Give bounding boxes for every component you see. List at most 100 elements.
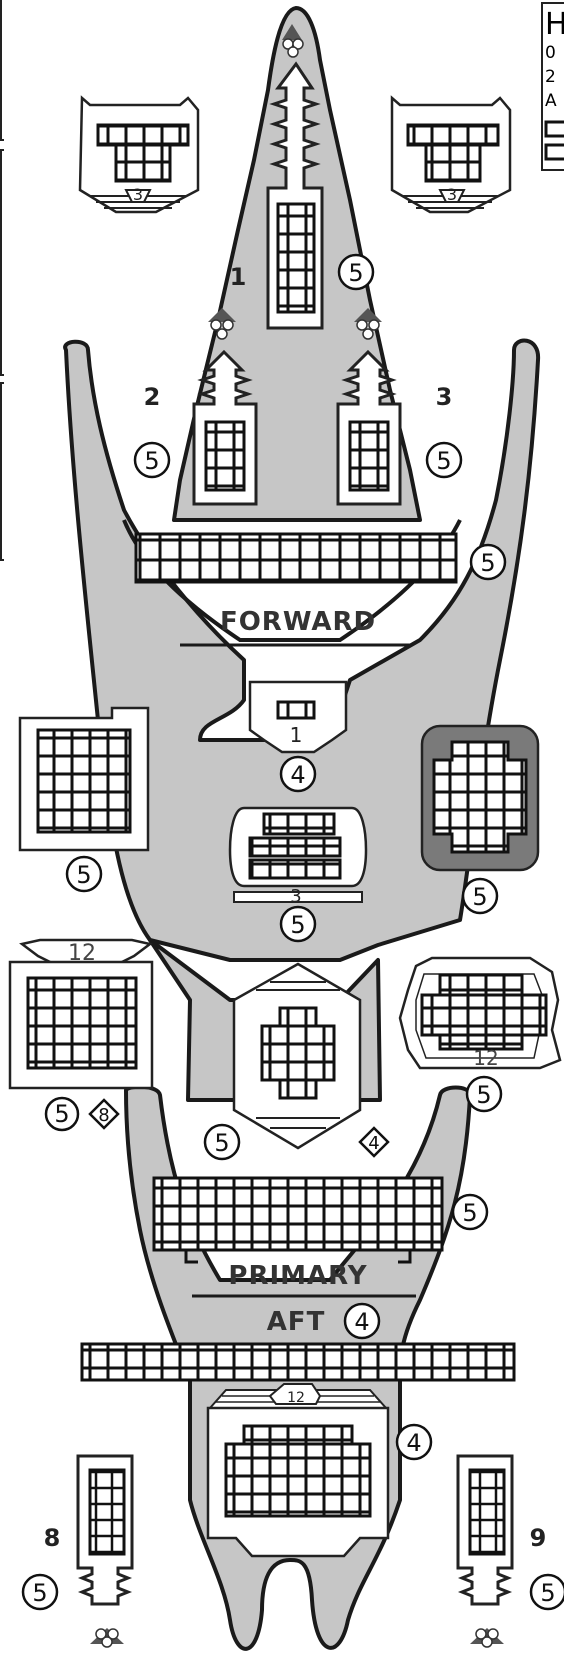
aft-block: 12 xyxy=(206,1383,390,1558)
section-label-aft: AFT xyxy=(267,1307,326,1337)
armor-grid xyxy=(26,976,138,1070)
left-panel-edges xyxy=(0,0,4,561)
armor-value-badge: 5 xyxy=(469,543,507,581)
armor-tab-label: 12 xyxy=(473,1046,498,1070)
weapon-number-9: 9 xyxy=(530,1524,547,1552)
armor-grid xyxy=(260,1006,336,1100)
nose-sensor-icon xyxy=(282,24,304,58)
armor-value-badge: 5 xyxy=(461,877,499,915)
armor-value-badge: 4 xyxy=(395,1423,433,1461)
armor-diamond-badge: 4 xyxy=(358,1126,390,1158)
armor-tab-label: 12 xyxy=(287,1390,305,1406)
sensor-right-icon xyxy=(354,308,382,340)
armor-grid xyxy=(438,1033,524,1051)
sensor-aft-left-icon xyxy=(90,1628,124,1648)
weapon-number-2: 2 xyxy=(144,383,161,411)
armor-grid xyxy=(152,1176,444,1252)
wing-box-left: 12 xyxy=(8,938,154,1090)
forward-armor: FORWARD xyxy=(122,519,462,647)
section-label-primary: PRIMARY xyxy=(228,1261,367,1291)
weapon-mount-3 xyxy=(336,349,402,506)
armor-value-label: 5 xyxy=(54,1100,69,1128)
armor-value-badge: 5 xyxy=(44,1096,80,1132)
armor-value-label: 5 xyxy=(290,911,305,939)
armor-value-badge: 5 xyxy=(65,855,103,893)
small-mount-center: 1 xyxy=(248,680,348,754)
weapon-number-1: 1 xyxy=(230,263,247,291)
legend-box: H 0 2 A xyxy=(541,2,564,171)
legend-title: H xyxy=(545,7,564,42)
armor-value-label: 4 xyxy=(354,1308,369,1336)
armor-value-label: 5 xyxy=(32,1579,47,1607)
mount-forward-left: 3 xyxy=(78,95,200,214)
armor-value-label: 5 xyxy=(436,447,451,475)
armor-value-label: 4 xyxy=(290,761,305,789)
armor-grid xyxy=(242,1424,354,1446)
armor-value-badge: 5 xyxy=(425,441,463,479)
armor-grid xyxy=(424,143,482,183)
armor-grid xyxy=(468,1468,506,1556)
armor-value-badge: 4 xyxy=(343,1302,381,1340)
weapon-mount-8 xyxy=(76,1454,134,1606)
armor-value-badge: 5 xyxy=(529,1573,564,1611)
armor-tab-label: 3 xyxy=(447,185,457,204)
armor-value-badge: 4 xyxy=(279,755,317,793)
armor-grid xyxy=(276,700,316,720)
armor-value-label: 5 xyxy=(76,861,91,889)
armor-value-label: 5 xyxy=(472,883,487,911)
weapon-number-8: 8 xyxy=(44,1524,61,1552)
armor-grid xyxy=(248,858,342,880)
wing-box-right: 12 xyxy=(398,956,562,1070)
armor-grid xyxy=(36,728,132,834)
armor-tab: 3 xyxy=(124,185,152,204)
aft-armor-grid xyxy=(80,1342,516,1382)
armor-grid xyxy=(432,740,528,854)
legend-line-1: 0 xyxy=(545,43,556,63)
section-box-left xyxy=(18,706,150,852)
armor-grid xyxy=(276,202,316,314)
armor-value-badge: 5 xyxy=(203,1123,241,1161)
armor-grid xyxy=(420,993,548,1037)
legend-line-3: A xyxy=(545,91,557,111)
armor-value-label: 4 xyxy=(406,1429,421,1457)
armor-value-label: 5 xyxy=(480,549,495,577)
armor-value-label: 5 xyxy=(144,447,159,475)
armor-grid xyxy=(88,1468,126,1556)
armor-value-label: 5 xyxy=(462,1199,477,1227)
armor-value-badge: 5 xyxy=(451,1193,489,1231)
armor-diamond-badge: 8 xyxy=(88,1098,120,1130)
armor-value-label: 5 xyxy=(214,1129,229,1157)
armor-grid xyxy=(134,532,458,584)
armor-tab-label: 1 xyxy=(290,723,303,747)
armor-grid xyxy=(406,123,500,147)
armor-value-badge: 5 xyxy=(465,1075,503,1113)
section-label-forward: FORWARD xyxy=(220,607,376,637)
primary-core-block xyxy=(232,962,362,1150)
armor-value-label: 5 xyxy=(476,1081,491,1109)
armor-value-badge: 5 xyxy=(337,253,375,291)
armor-grid xyxy=(224,1442,372,1518)
armor-grid xyxy=(348,420,390,492)
armor-tab-label: 3 xyxy=(133,185,143,204)
armor-value-label: 5 xyxy=(540,1579,555,1607)
sensor-left-icon xyxy=(208,308,236,340)
legend-line-2: 2 xyxy=(545,67,556,87)
weapon-number-3: 3 xyxy=(436,383,453,411)
center-block: 3 xyxy=(228,806,368,907)
weapon-mount-spine xyxy=(266,61,324,330)
section-box-right xyxy=(420,724,540,872)
weapon-mount-2 xyxy=(192,349,258,506)
armor-tab: 3 xyxy=(438,185,466,204)
primary-armor: PRIMARY xyxy=(152,1176,444,1298)
mount-forward-right: 3 xyxy=(390,95,512,214)
weapon-mount-9 xyxy=(456,1454,514,1606)
sensor-aft-right-icon xyxy=(470,1628,504,1648)
armor-grid xyxy=(96,123,190,147)
armor-value-badge: 5 xyxy=(133,441,171,479)
armor-grid xyxy=(204,420,246,492)
armor-grid xyxy=(114,143,172,183)
armor-value-label: 8 xyxy=(98,1105,109,1126)
armor-grid xyxy=(248,836,342,858)
